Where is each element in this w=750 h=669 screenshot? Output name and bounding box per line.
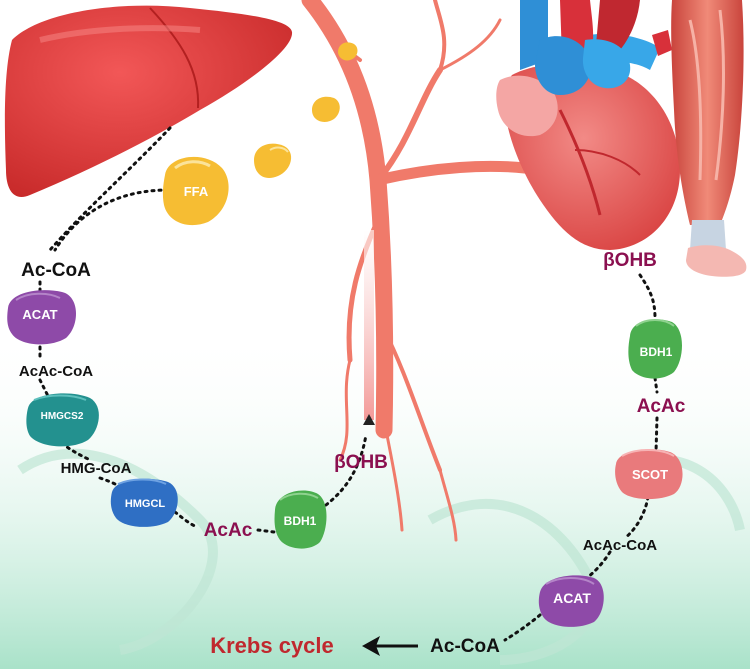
hmgcl-label: HMGCL [125, 498, 166, 510]
tissue-acat-label: ACAT [553, 590, 591, 606]
muscle-illustration [671, 0, 747, 277]
hmg-coa-label: HMG-CoA [61, 460, 132, 477]
tissue-acat-enzyme: ACAT [538, 575, 604, 627]
tissue-bdh1-enzyme: BDH1 [628, 319, 682, 379]
krebs-cycle-label: Krebs cycle [210, 633, 334, 658]
tissue-acetoacetyl-coa-label: AcAc-CoA [583, 537, 657, 554]
release-arrow-shaft [364, 230, 374, 420]
liver-bdh1-label: BDH1 [284, 514, 317, 528]
hmgcs2-enzyme: HMGCS2 [26, 393, 99, 447]
tissue-bdh1-label: BDH1 [640, 345, 673, 359]
fat-droplet-icon [254, 42, 358, 179]
ffa-node: FFA [162, 156, 229, 226]
tissue-beta-hydroxybutyrate-label: βOHB [603, 250, 657, 271]
liver-acetoacetate-label: AcAc [204, 520, 253, 541]
scot-label: SCOT [632, 467, 668, 482]
heart-illustration [496, 0, 680, 250]
tissue-acetoacetate-label: AcAc [637, 396, 686, 417]
liver-pathway-connectors [38, 126, 368, 534]
liver-acat-enzyme: ACAT [7, 290, 77, 345]
liver-acat-label: ACAT [22, 307, 57, 322]
krebs-arrow [362, 636, 418, 656]
liver-beta-hydroxybutyrate-label: βOHB [334, 452, 388, 473]
tissue-acetyl-coa-label: Ac-CoA [430, 636, 500, 657]
hmgcs2-label: HMGCS2 [41, 411, 84, 422]
release-arrowhead [363, 414, 375, 425]
scot-enzyme: SCOT [615, 449, 683, 500]
liver-illustration [4, 5, 293, 198]
liver-acetyl-coa-label: Ac-CoA [21, 260, 91, 281]
hmgcl-enzyme: HMGCL [110, 478, 178, 527]
ffa-label: FFA [184, 184, 209, 199]
liver-acetoacetyl-coa-label: AcAc-CoA [19, 363, 93, 380]
liver-bdh1-enzyme: BDH1 [274, 490, 327, 549]
